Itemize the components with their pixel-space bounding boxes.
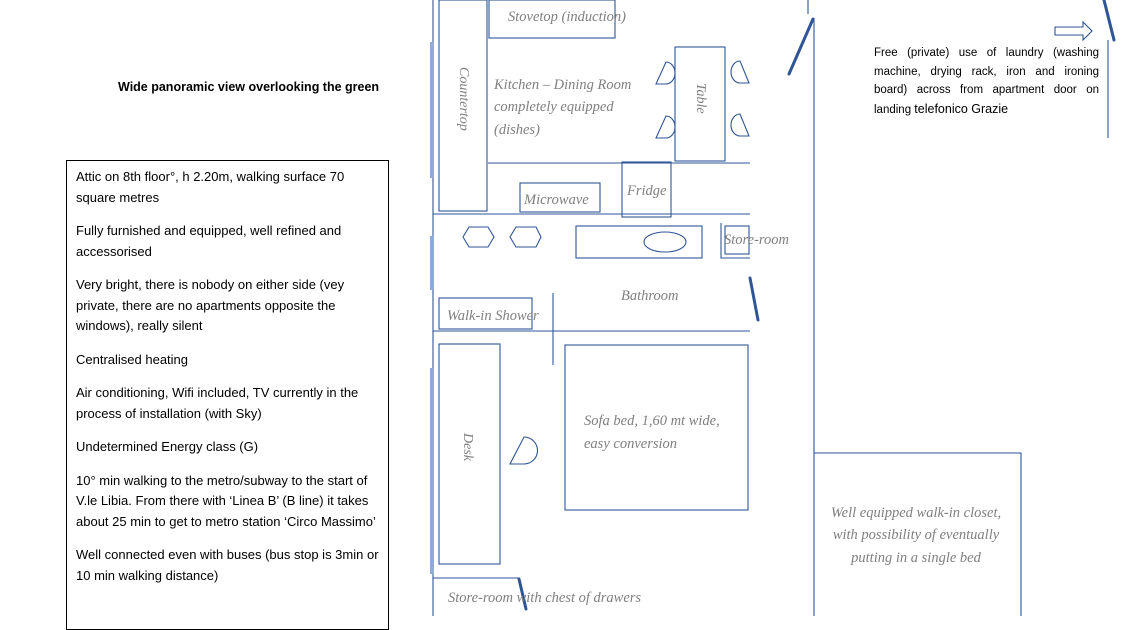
sink-2 bbox=[509, 226, 542, 248]
countertop bbox=[438, 0, 488, 212]
microwave-label: Microwave bbox=[523, 192, 589, 208]
microwave bbox=[519, 182, 601, 213]
bathtub bbox=[575, 225, 703, 259]
sink-1 bbox=[462, 226, 495, 248]
chair-left-bottom bbox=[655, 115, 676, 139]
info-buses: Well connected even with buses (bus stop… bbox=[76, 547, 379, 583]
store-room-label: Store-room bbox=[724, 232, 789, 248]
kitchen-label-line1: Kitchen – Dining Room bbox=[493, 77, 631, 93]
stovetop-label: Stovetop (induction) bbox=[508, 9, 626, 25]
bathroom-door bbox=[748, 276, 760, 322]
store-room-door bbox=[517, 577, 528, 611]
closet-label-line2: with possibility of eventually bbox=[833, 527, 1000, 543]
sofa-bed bbox=[564, 344, 749, 511]
info-attic: Attic on 8th floor°, h 2.20m, walking su… bbox=[76, 169, 345, 205]
floor-plan: Stovetop (induction) Countertop Kitchen … bbox=[430, 0, 1116, 616]
laundry-door bbox=[1102, 0, 1116, 42]
kitchen-label-line2: completely equipped bbox=[494, 99, 614, 115]
desk-label: Desk bbox=[460, 432, 475, 462]
table-label: Table bbox=[693, 83, 708, 114]
apartment-info-box: Attic on 8th floor°, h 2.20m, walking su… bbox=[66, 160, 389, 630]
fridge-label: Fridge bbox=[626, 183, 667, 199]
fridge bbox=[621, 161, 672, 218]
closet-label-line3: putting in a single bed bbox=[850, 550, 981, 566]
laundry-text: Free (private) use of laundry (washing m… bbox=[874, 47, 1099, 116]
walk-in-shower bbox=[438, 297, 533, 330]
tub-drain bbox=[643, 231, 687, 253]
stovetop bbox=[488, 0, 616, 39]
laundry-thanks: telefonico Grazie bbox=[914, 101, 1009, 116]
store-room-wall bbox=[720, 223, 750, 259]
info-aircon: Air conditioning, Wifi included, TV curr… bbox=[76, 385, 359, 421]
chair-left-top bbox=[655, 61, 676, 85]
walk-in-shower-label: Walk-in Shower bbox=[447, 308, 539, 324]
info-heating: Centralised heating bbox=[76, 351, 189, 367]
desk-chair bbox=[509, 436, 539, 465]
sofa-label-line1: Sofa bed, 1,60 mt wide, bbox=[584, 413, 720, 429]
store-room-box bbox=[724, 225, 750, 255]
walk-in-closet-walls bbox=[814, 452, 1022, 616]
info-metro: 10° min walking to the metro/subway to t… bbox=[76, 472, 376, 529]
panoramic-heading: Wide panoramic view overlooking the gree… bbox=[118, 80, 380, 94]
chair-right-bottom bbox=[730, 113, 750, 137]
kitchen-label-line3: (dishes) bbox=[494, 122, 540, 138]
store-room-drawers-label: Store-room with chest of drawers bbox=[448, 590, 641, 606]
info-furnished: Fully furnished and equipped, well refin… bbox=[76, 223, 342, 259]
info-energy-class: Undetermined Energy class (G) bbox=[76, 439, 259, 454]
countertop-label: Countertop bbox=[456, 67, 471, 131]
sofa-label-line2: easy conversion bbox=[584, 436, 677, 452]
entrance-door bbox=[787, 17, 815, 76]
chair-right-top bbox=[730, 60, 750, 84]
arrow-right-icon bbox=[1054, 20, 1093, 42]
info-bright: Very bright, there is nobody on either s… bbox=[76, 277, 345, 333]
laundry-note: Free (private) use of laundry (washing m… bbox=[874, 44, 1099, 119]
dining-table bbox=[674, 46, 726, 162]
bathroom-label: Bathroom bbox=[621, 288, 678, 304]
desk bbox=[438, 343, 501, 565]
closet-label-line1: Well equipped walk-in closet, bbox=[831, 505, 1001, 521]
